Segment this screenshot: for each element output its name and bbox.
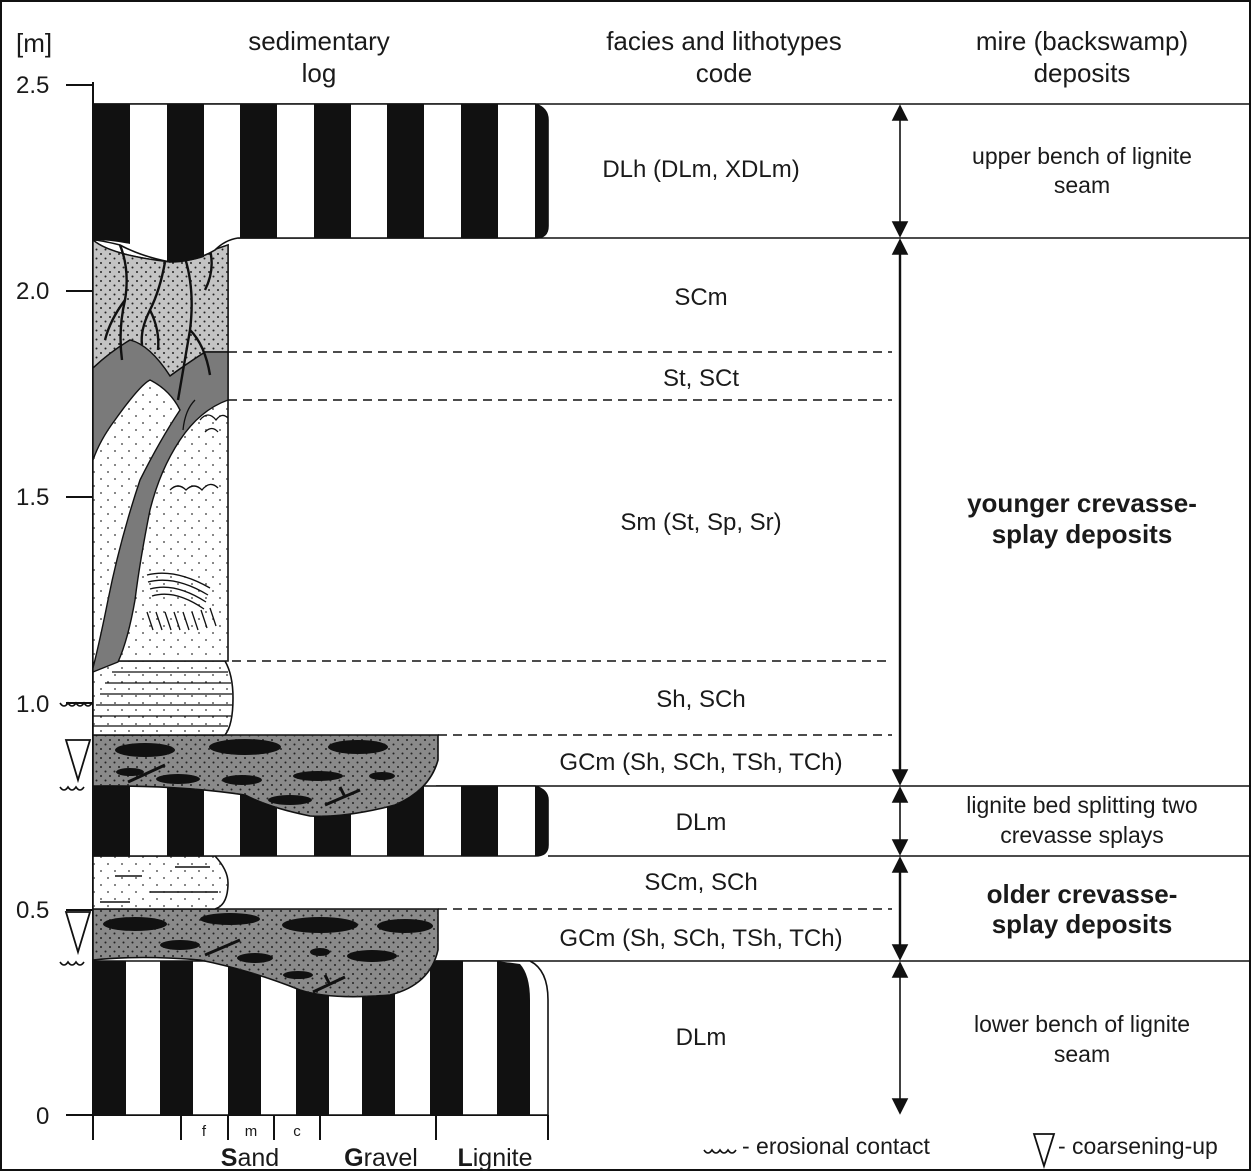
erosional-contact-symbols [59, 701, 93, 966]
lignite-label: Lignite [457, 1144, 532, 1171]
facies-code-labels: DLh (DLm, XDLm) SCm St, SCt Sm (St, Sp, … [559, 156, 842, 1051]
unit-extent-arrows [891, 104, 909, 1115]
older-sand-dots [93, 856, 228, 909]
older-gravel-dots [93, 909, 438, 997]
legend-coarsening-text: - coarsening-up [1058, 1133, 1218, 1159]
root-traces [103, 244, 213, 401]
facies-scm-sch: SCm, SCh [644, 869, 757, 896]
coarsening-up-legend-icon [1032, 1133, 1056, 1170]
facies-boundaries [228, 351, 892, 910]
header-facies-line2: code [696, 58, 752, 88]
facies-st-sct: St, SCt [663, 365, 739, 392]
legend: - erosional contact - coarsening-up [703, 1133, 1218, 1170]
header-facies-line1: facies and lithotypes [606, 26, 842, 56]
cross-bedding [146, 399, 229, 631]
inner-sand-dots [93, 380, 180, 668]
mire-lower-bench-line1: lower bench of lignite [974, 1011, 1190, 1037]
header-log-line1: sedimentary [248, 26, 390, 56]
mire-younger-splay-line1: younger crevasse- [967, 488, 1197, 518]
tick-label-1-0: 1.0 [16, 691, 49, 718]
facies-sm: Sm (St, Sp, Sr) [620, 509, 781, 536]
header-log-line2: log [302, 58, 337, 88]
lower-lignite-stripes [93, 961, 530, 1115]
erosional-contact-legend-icon [703, 1148, 737, 1154]
legend-erosional-text: - erosional contact [742, 1133, 931, 1159]
tick-label-0-5: 0.5 [16, 897, 49, 924]
mire-middle-bed-line2: crevasse splays [1000, 822, 1164, 848]
depth-axis: 2.5 2.0 1.5 1.0 0.5 0 [16, 72, 94, 1130]
older-sand-laminae [100, 866, 218, 903]
gravel-label: Gravel [344, 1144, 418, 1171]
younger-gravel-plant-debris [127, 763, 361, 807]
sand-label: Sand [221, 1144, 279, 1171]
mire-lower-bench-line2: seam [1054, 1041, 1110, 1067]
tick-label-2-5: 2.5 [16, 72, 49, 99]
header-mire-line1: mire (backswamp) [976, 26, 1188, 56]
older-gravel-plant-debris [204, 938, 346, 994]
unit-label: [m] [16, 28, 52, 58]
mire-upper-bench-line2: seam [1054, 172, 1110, 198]
header-mire-line2: deposits [1034, 58, 1131, 88]
facies-dlm-middle: DLm [676, 809, 727, 836]
tick-label-2-0: 2.0 [16, 278, 49, 305]
mire-upper-bench-line1: upper bench of lignite [972, 143, 1192, 169]
grain-coarse-label: c [293, 1123, 301, 1140]
upper-lignite-stripes [93, 104, 548, 262]
facies-gcm-upper: GCm (Sh, SCh, TSh, TCh) [559, 749, 842, 776]
facies-dlh: DLh (DLm, XDLm) [602, 156, 799, 183]
older-gravel-clasts [103, 913, 433, 979]
coarsening-up-symbols [64, 739, 92, 956]
mire-older-splay-line1: older crevasse- [987, 879, 1178, 909]
mire-older-splay-line2: splay deposits [992, 909, 1173, 939]
laminated-sand-laminae [93, 671, 232, 727]
younger-gravel-dots [93, 735, 438, 817]
mire-middle-bed-line1: lignite bed splitting two [966, 792, 1197, 818]
tick-label-1-5: 1.5 [16, 484, 49, 511]
mire-younger-splay-line2: splay deposits [992, 519, 1173, 549]
facies-sh-sch: Sh, SCh [656, 686, 745, 713]
grain-medium-label: m [245, 1123, 258, 1140]
facies-scm: SCm [674, 284, 727, 311]
grain-size-scale: f m c Sand Gravel Lignite [92, 1114, 549, 1171]
grain-fine-label: f [202, 1123, 207, 1140]
facies-gcm-lower: GCm (Sh, SCh, TSh, TCh) [559, 925, 842, 952]
facies-dlm-lower: DLm [676, 1024, 727, 1051]
mire-deposit-labels: upper bench of lignite seam younger crev… [966, 143, 1197, 1067]
tick-label-0: 0 [36, 1103, 49, 1130]
column-headers: [m] sedimentary log facies and lithotype… [16, 26, 1188, 88]
younger-gravel-clasts [115, 739, 395, 805]
